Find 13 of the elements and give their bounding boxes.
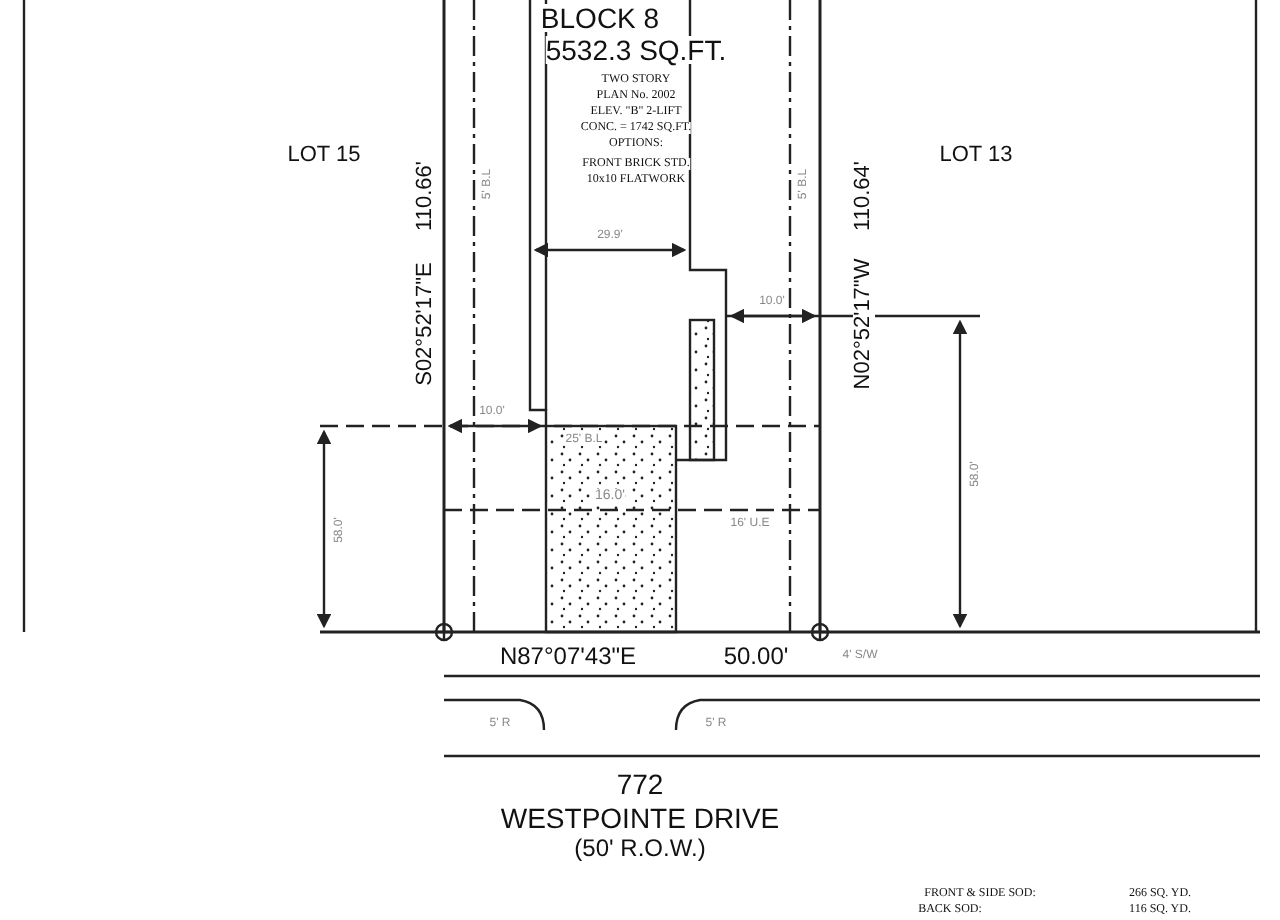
address-number: 772: [616, 770, 664, 798]
lot-label: LOT 15: [287, 145, 361, 167]
distance-label: 110.66': [415, 161, 437, 231]
right-of-way-label: (50' R.O.W.): [574, 836, 706, 860]
distance-label: 110.64': [853, 161, 875, 231]
block-number: BLOCK 8: [540, 4, 660, 32]
distance-label: 50.00': [723, 644, 789, 668]
lot-label: LOT 13: [939, 145, 1013, 167]
bearing-label: N87°07'43"E: [499, 644, 637, 668]
street-name: WESTPOINTE DRIVE: [500, 804, 780, 832]
lot-area: 5532.3 SQ.FT.: [545, 36, 727, 64]
bearing-label: S02°52'17"E: [415, 262, 437, 386]
bearing-label: N02°52'17"W: [853, 258, 875, 390]
